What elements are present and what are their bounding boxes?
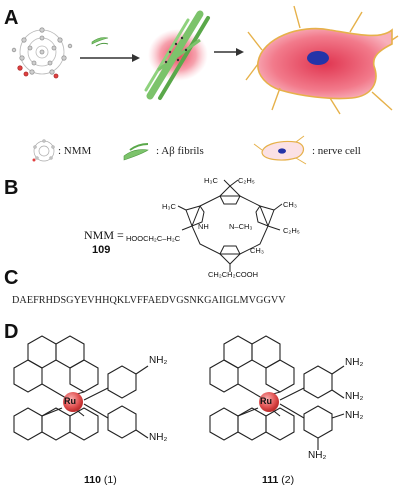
- arrow-1-icon: [80, 54, 140, 62]
- nmm-n-ch3-label: N–CH₃: [229, 222, 253, 231]
- panel-label-a: A: [4, 7, 19, 29]
- legend-nerve-cell-icon: [253, 135, 307, 165]
- panel-label-b: B: [4, 177, 19, 199]
- fibril-aggregate-icon: [144, 10, 210, 100]
- ru-label-right: Ru: [260, 396, 272, 406]
- nmm-molecule-icon: [11, 27, 73, 79]
- nmm-h3c-top-left: H₃C: [204, 176, 218, 185]
- abeta-sequence-text: DAEFRHDSGYEVHHQKLVFFAEDVGSNKGAIIGLMVGGVV: [12, 295, 286, 306]
- complex-111-structure: [209, 335, 345, 450]
- nmm-structure-drawing: [177, 179, 283, 272]
- panel-a-schematic: [11, 5, 399, 165]
- nh2-right-4: NH₂: [308, 450, 327, 461]
- panel-label-d: D: [4, 321, 19, 343]
- ru-label-left: Ru: [64, 396, 76, 406]
- nmm-compound-number: 109: [92, 244, 111, 256]
- nh2-left-bottom: NH₂: [149, 432, 168, 443]
- nmm-acid-left: HOOCH₂C–H₂C: [126, 234, 181, 243]
- nh2-left-top: NH₂: [149, 355, 168, 366]
- nh2-right-1: NH₂: [345, 357, 364, 368]
- legend-nmm-label: : NMM: [58, 145, 92, 157]
- ru-complexes-drawing: [13, 335, 345, 450]
- nerve-cell-icon: [245, 5, 399, 115]
- arrow-2-icon: [214, 48, 244, 56]
- free-fibril-icon: [91, 37, 109, 47]
- nh2-right-2: NH₂: [345, 391, 364, 402]
- nmm-nh-label: NH: [198, 222, 209, 231]
- nmm-acid-bottom: CH₂CH₂COOH: [208, 270, 258, 279]
- compound-110-number: 110: [84, 474, 101, 486]
- panel-label-c: C: [4, 267, 19, 289]
- nmm-vinyl-top: C₂H₅: [238, 176, 255, 185]
- legend-fibril-icon: [123, 143, 149, 161]
- compound-111-label: 111 (2): [262, 474, 294, 486]
- nh2-right-3: NH₂: [345, 410, 364, 421]
- compound-110-label: 110 (1): [84, 474, 117, 486]
- compound-111-index: (2): [278, 474, 295, 486]
- legend-fibrils-label: : Aβ fibrils: [156, 145, 204, 157]
- ru-center-right-icon: [259, 392, 279, 412]
- nmm-equals-label: NMM =: [84, 228, 124, 242]
- nmm-vinyl-right: C₂H₅: [283, 226, 300, 235]
- nmm-ch3-bottom: CH₃: [250, 246, 264, 255]
- compound-111-number: 111: [262, 474, 279, 486]
- ru-center-left-icon: [63, 392, 83, 412]
- legend-nmm-icon: [32, 139, 55, 162]
- nmm-ch3-right: CH₃: [283, 200, 297, 209]
- legend-nerve-cell-label: : nerve cell: [312, 145, 361, 157]
- complex-110-structure: [13, 335, 149, 441]
- compound-110-index: (1): [100, 474, 117, 486]
- nmm-h3c-left: H₃C: [162, 202, 176, 211]
